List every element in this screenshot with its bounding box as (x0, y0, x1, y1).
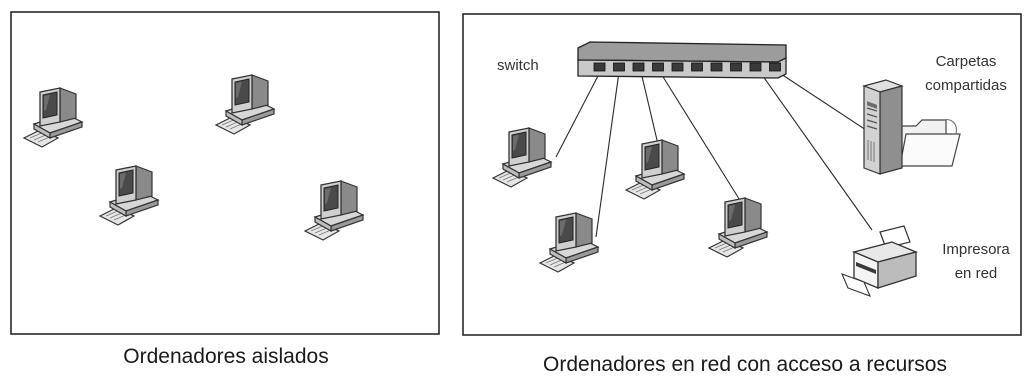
switch-label: switch (497, 57, 539, 74)
server-label-line1: Carpetas (936, 53, 997, 70)
right-panel-caption: Ordenadores en red con acceso a recursos (543, 353, 947, 376)
printer-label-line1: Impresora (942, 241, 1010, 258)
network-cables (555, 71, 873, 238)
switch-port (769, 62, 781, 72)
switch-port (710, 62, 723, 72)
server-label-line2: compartidas (925, 77, 1007, 94)
cable-to-printer (759, 71, 873, 231)
switch-port (749, 62, 762, 72)
switch-port (652, 62, 664, 72)
switch-port (730, 62, 742, 72)
network-switch-icon (577, 41, 787, 79)
switch-port (691, 62, 703, 72)
isolated-computers-panel: Ordenadores aislados (10, 11, 440, 368)
left-panel-frame (10, 11, 440, 335)
cable-to-server (777, 71, 867, 131)
switch-port (593, 62, 606, 72)
switch-port (671, 62, 684, 72)
left-panel-caption: Ordenadores aislados (123, 345, 328, 368)
switch-port (632, 62, 645, 72)
switch-ports (593, 62, 781, 72)
cable-to-pc-1 (555, 71, 601, 158)
cable-to-pc-4 (659, 71, 747, 211)
printer-label-line2: en red (955, 265, 998, 282)
cable-to-pc-2 (595, 71, 620, 238)
switch-port (613, 62, 625, 72)
file-server-icon (863, 79, 903, 175)
networked-computers-panel: switch Carpetas compartidas Impresora en… (462, 13, 1022, 376)
